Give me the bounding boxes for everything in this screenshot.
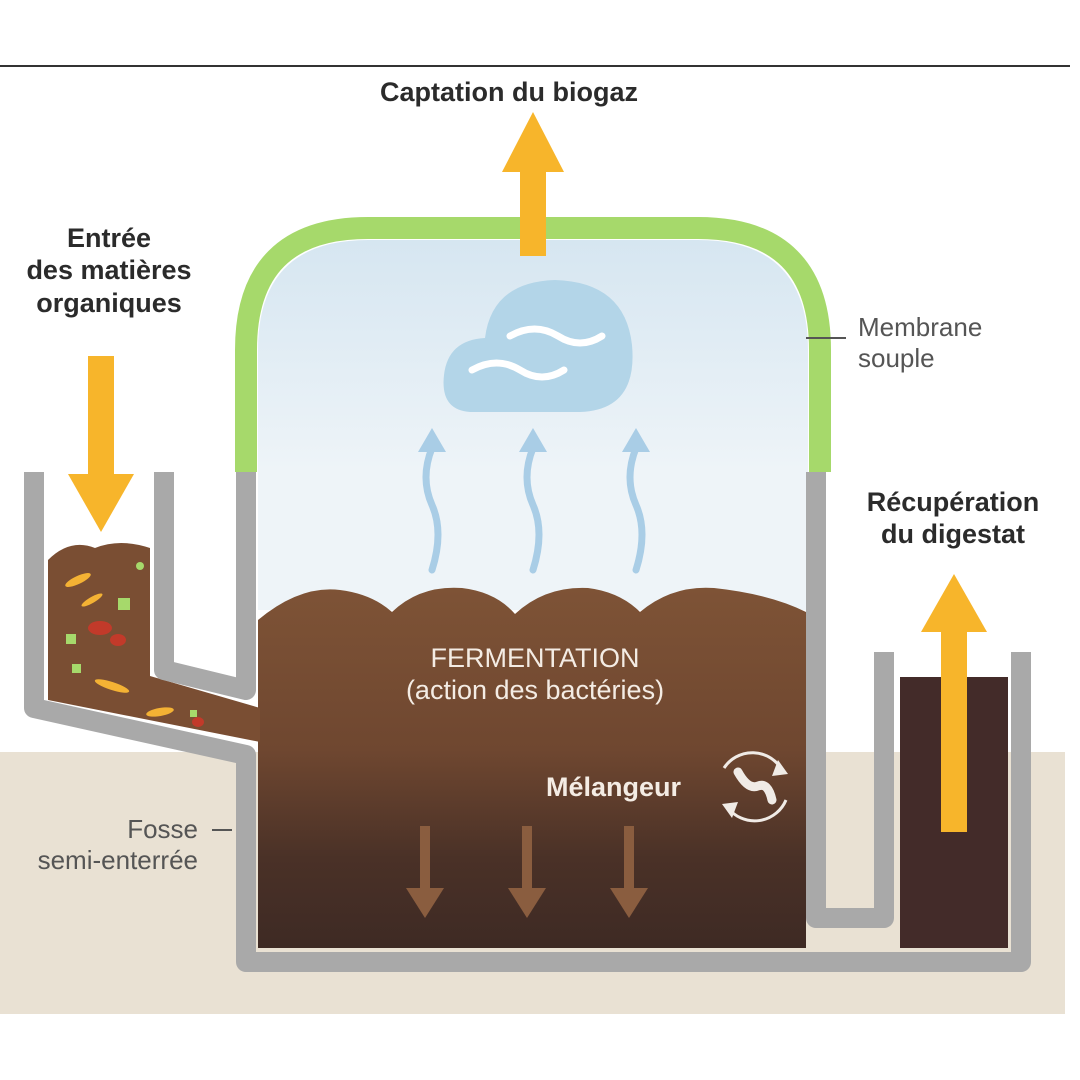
input-label-line2: des matières xyxy=(26,255,192,286)
fermentation-label-line2: (action des bactéries) xyxy=(405,675,665,706)
digestate-label-line1: Récupération xyxy=(866,487,1040,517)
mixer-label: Mélangeur xyxy=(546,772,682,802)
biogas-label: Captation du biogaz xyxy=(380,77,638,107)
digestate-label: Récupération du digestat xyxy=(848,486,1058,551)
vapor-arrow-icon xyxy=(422,444,646,574)
fermentation-label-line1: FERMENTATION xyxy=(430,643,640,673)
pit-label-line1: Fosse xyxy=(127,814,198,844)
organic-debris xyxy=(65,562,204,727)
vapor-arrowheads xyxy=(418,428,650,452)
input-label-line3: organiques xyxy=(36,287,182,318)
membrane-label-line2: souple xyxy=(858,343,935,374)
pit-label: Fosse semi-enterrée xyxy=(6,814,198,876)
input-label-line1: Entrée xyxy=(66,223,152,253)
digestate-label-line2: du digestat xyxy=(880,519,1025,550)
pit-label-line2: semi-enterrée xyxy=(37,845,198,876)
chamber-gas-space xyxy=(258,470,808,610)
input-label: Entrée des matières organiques xyxy=(14,222,204,319)
fermentation-label: FERMENTATION (action des bactéries) xyxy=(370,642,700,707)
fermentation-matter xyxy=(258,587,806,948)
mixer-icon xyxy=(722,751,788,823)
membrane-label-line1: Membrane xyxy=(858,312,983,342)
membrane-label: Membrane souple xyxy=(858,312,982,374)
arrow-down-icon xyxy=(406,826,648,918)
digester-walls xyxy=(24,472,1031,972)
inlet-matter xyxy=(48,543,260,742)
cloud-icon xyxy=(443,280,633,412)
arrow-up-icon xyxy=(502,112,987,832)
input-arrow-icon xyxy=(68,356,134,532)
